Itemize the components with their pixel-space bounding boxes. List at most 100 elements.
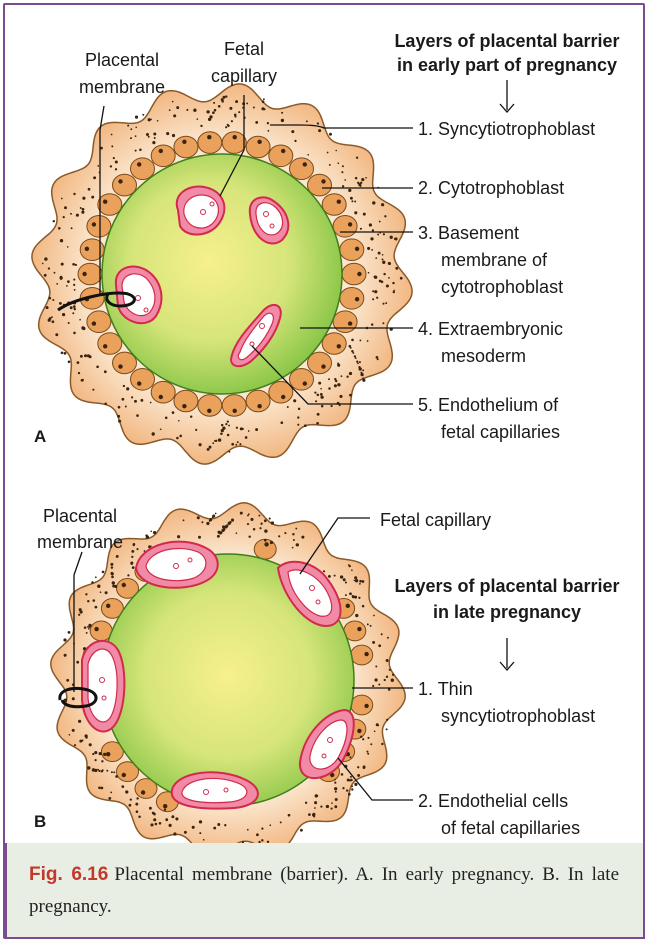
syncytial-nucleus-dot	[105, 591, 108, 594]
syncytial-nucleus-dot	[88, 625, 90, 627]
cell-nucleus	[106, 604, 110, 608]
syncytial-nucleus-dot	[351, 788, 353, 790]
layer-b-2-line1: 2. Endothelial cells	[418, 791, 568, 811]
syncytial-nucleus-dot	[342, 185, 344, 187]
syncytial-nucleus-dot	[264, 539, 267, 542]
syncytial-nucleus-dot	[256, 833, 259, 836]
syncytial-nucleus-dot	[62, 313, 65, 316]
syncytial-nucleus-dot	[136, 810, 139, 813]
syncytial-nucleus-dot	[334, 787, 337, 790]
syncytial-nucleus-dot	[317, 413, 320, 416]
syncytial-nucleus-dot	[221, 98, 224, 101]
syncytial-nucleus-dot	[96, 365, 99, 368]
syncytial-nucleus-dot	[113, 771, 115, 773]
syncytial-nucleus-dot	[126, 387, 129, 390]
syncytial-nucleus-dot	[95, 606, 98, 609]
syncytial-nucleus-dot	[169, 824, 172, 827]
syncytial-nucleus-dot	[374, 730, 376, 732]
cytotrophoblast-cell	[87, 216, 111, 238]
cell-nucleus	[163, 804, 167, 808]
syncytial-nucleus-dot	[91, 581, 94, 584]
placental-membrane-label-a-1: Placental	[85, 50, 159, 70]
cell-nucleus	[103, 344, 107, 348]
syncytial-nucleus-dot	[362, 379, 365, 382]
syncytial-nucleus-dot	[54, 272, 56, 274]
syncytial-nucleus-dot	[342, 787, 344, 789]
syncytial-nucleus-dot	[78, 614, 80, 616]
cell-nucleus	[207, 135, 211, 139]
syncytial-nucleus-dot	[79, 608, 82, 611]
syncytial-nucleus-dot	[384, 679, 386, 681]
syncytial-nucleus-dot	[127, 125, 129, 127]
heading-a-line2: in early part of pregnancy	[397, 55, 617, 75]
syncytial-nucleus-dot	[374, 276, 377, 279]
syncytial-nucleus-dot	[55, 333, 58, 336]
syncytial-nucleus-dot	[217, 823, 220, 826]
layer-b-2-line2: of fetal capillaries	[441, 818, 580, 838]
syncytial-nucleus-dot	[135, 116, 138, 119]
syncytial-nucleus-dot	[60, 239, 63, 242]
syncytial-nucleus-dot	[391, 679, 394, 682]
layer-a-3-line3: cytotrophoblast	[441, 277, 563, 297]
syncytial-nucleus-dot	[111, 145, 113, 147]
syncytial-nucleus-dot	[362, 605, 365, 608]
syncytial-nucleus-dot	[355, 579, 358, 582]
syncytial-nucleus-dot	[278, 535, 280, 537]
cell-nucleus	[303, 162, 307, 166]
syncytial-nucleus-dot	[229, 107, 232, 110]
syncytial-nucleus-dot	[354, 576, 357, 579]
syncytial-nucleus-dot	[267, 130, 269, 132]
syncytial-nucleus-dot	[136, 414, 139, 417]
syncytial-nucleus-dot	[178, 420, 180, 422]
cytotrophoblast-cell	[87, 311, 111, 333]
syncytial-nucleus-dot	[360, 373, 363, 376]
panel-a-diagram	[32, 84, 412, 464]
layer-a-2: 2. Cytotrophoblast	[418, 178, 564, 198]
syncytial-nucleus-dot	[213, 827, 216, 830]
syncytial-nucleus-dot	[206, 522, 209, 525]
cell-nucleus	[122, 583, 126, 587]
syncytial-nucleus-dot	[125, 406, 127, 408]
syncytial-nucleus-dot	[327, 152, 329, 154]
cell-nucleus	[122, 773, 126, 777]
syncytial-nucleus-dot	[351, 200, 353, 202]
syncytial-nucleus-dot	[81, 379, 84, 382]
syncytial-nucleus-dot	[372, 641, 375, 644]
syncytial-nucleus-dot	[227, 434, 230, 437]
syncytial-nucleus-dot	[281, 421, 284, 424]
cell-nucleus	[103, 200, 107, 204]
syncytial-nucleus-dot	[76, 214, 79, 217]
syncytial-nucleus-dot	[381, 743, 383, 745]
syncytial-nucleus-dot	[88, 628, 90, 630]
syncytial-nucleus-dot	[328, 575, 331, 578]
syncytial-nucleus-dot	[135, 135, 137, 137]
syncytial-nucleus-dot	[72, 263, 75, 266]
syncytial-nucleus-dot	[74, 289, 76, 291]
syncytial-nucleus-dot	[88, 188, 91, 191]
syncytial-nucleus-dot	[381, 281, 384, 284]
syncytial-nucleus-dot	[358, 183, 361, 186]
cell-nucleus	[346, 604, 350, 608]
syncytial-nucleus-dot	[112, 581, 115, 584]
syncytial-nucleus-dot	[73, 279, 75, 281]
syncytial-nucleus-dot	[75, 264, 77, 266]
syncytial-nucleus-dot	[175, 817, 178, 820]
syncytial-nucleus-dot	[135, 803, 138, 806]
syncytial-nucleus-dot	[359, 339, 361, 341]
syncytial-nucleus-dot	[74, 744, 76, 746]
syncytial-nucleus-dot	[130, 137, 132, 139]
syncytial-nucleus-dot	[314, 392, 316, 394]
syncytial-nucleus-dot	[226, 524, 229, 527]
syncytial-nucleus-dot	[127, 574, 129, 576]
syncytial-nucleus-dot	[149, 807, 152, 810]
syncytial-nucleus-dot	[125, 790, 128, 793]
syncytial-nucleus-dot	[354, 580, 356, 582]
fetal-capillary-label-a-1: Fetal	[224, 39, 264, 59]
syncytial-nucleus-dot	[217, 535, 220, 538]
syncytial-nucleus-dot	[360, 736, 362, 738]
syncytial-nucleus-dot	[342, 165, 344, 167]
syncytial-nucleus-dot	[270, 541, 273, 544]
figure-number: Fig. 6.16	[29, 864, 108, 885]
syncytial-nucleus-dot	[261, 839, 263, 841]
